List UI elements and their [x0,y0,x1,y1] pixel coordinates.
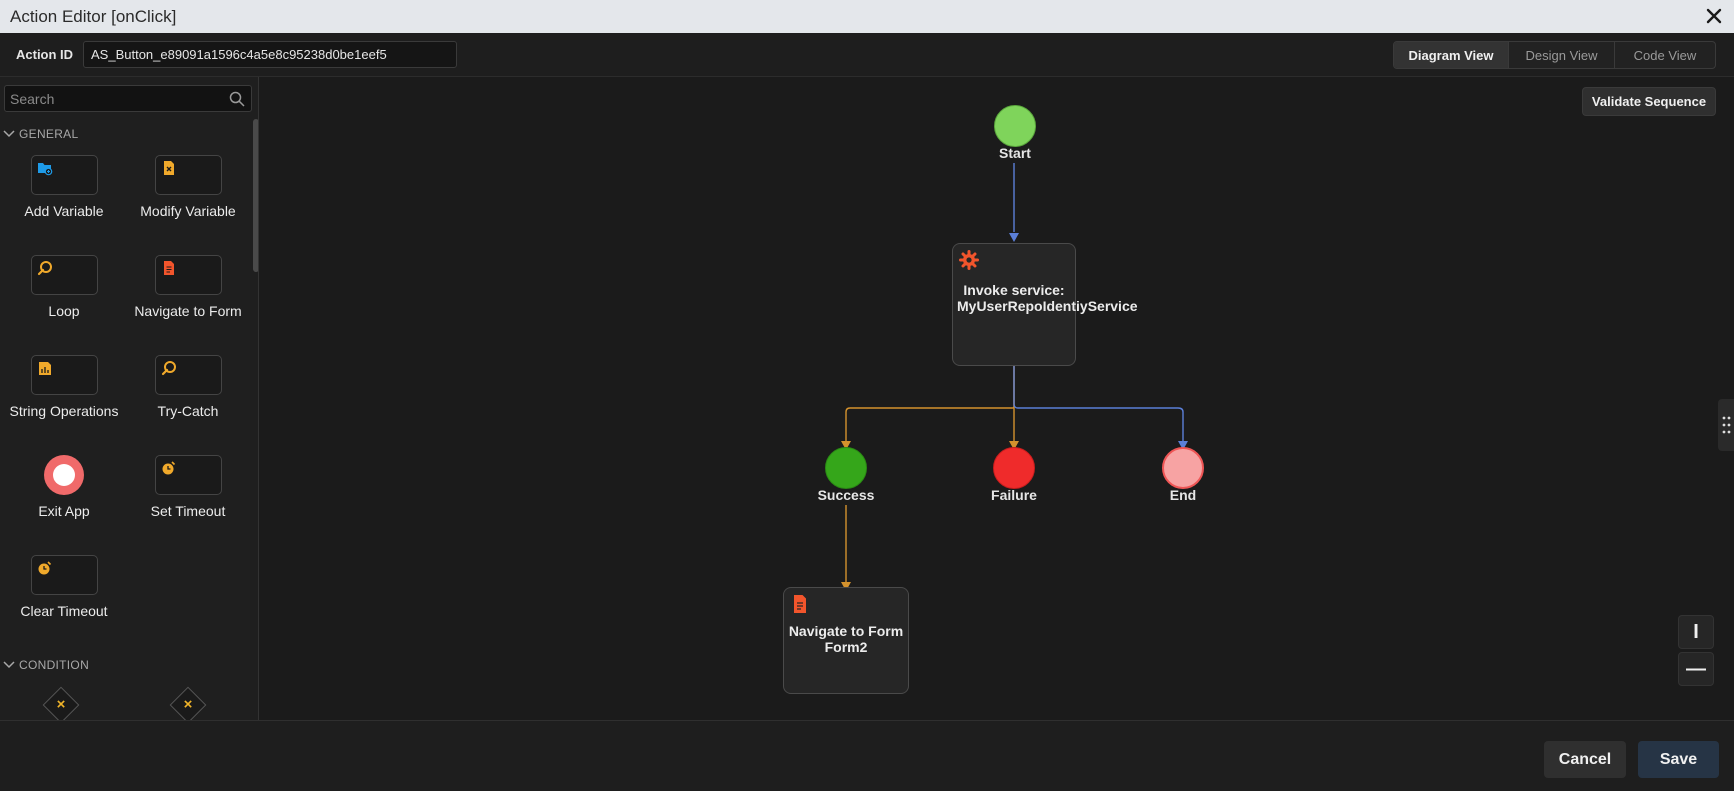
section-label: CONDITION [19,658,90,672]
save-button[interactable]: Save [1638,741,1719,778]
zoom-in-label: I [1693,620,1699,643]
timer-icon [162,461,175,475]
tool-label: Clear Timeout [20,603,108,619]
sidebar-scrollbar[interactable] [253,119,258,272]
tool-box [30,355,98,395]
gear-icon [959,250,979,270]
success-label: Success [817,487,875,503]
close-icon: × [183,696,193,713]
close-icon[interactable] [1702,4,1726,28]
failure-node[interactable] [993,447,1035,489]
navigate-to-form-label: Navigate to Form Form2 [788,623,904,655]
tool-label: Loop [48,303,80,319]
tool-modify-variable[interactable]: Modify Variable [124,155,252,219]
cancel-button[interactable]: Cancel [1544,741,1626,778]
tool-clear-timeout[interactable]: Clear Timeout [0,555,128,619]
action-id-bar: Action ID Diagram View Design View Code … [0,33,1734,77]
footer-bar: Cancel Save [0,720,1734,791]
invoke-service-node[interactable]: Invoke service: MyUserRepoIdentiyService [952,243,1138,366]
navigate-form-icon [794,595,806,613]
tool-try-catch[interactable]: Try-Catch [124,355,252,419]
title-bar: Action Editor [onClick] [0,0,1734,33]
close-icon: × [56,696,66,713]
tool-box [154,455,222,495]
start-node[interactable] [994,105,1036,147]
drag-handle-icon [1722,416,1731,434]
add-variable-icon [37,163,52,176]
tool-add-variable[interactable]: Add Variable [0,155,128,219]
zoom-in-button[interactable]: I [1678,615,1714,649]
section-general[interactable]: GENERAL [0,127,78,141]
failure-label: Failure [991,487,1037,503]
validate-sequence-button[interactable]: Validate Sequence [1582,87,1716,116]
start-label: Start [999,145,1031,161]
tool-label: String Operations [9,403,119,419]
search-box [4,85,252,112]
success-node[interactable] [825,447,867,489]
section-condition[interactable]: CONDITION [0,658,89,672]
navigate-form-icon [163,261,174,275]
tool-label: Set Timeout [150,503,226,519]
chevron-down-icon [3,661,15,669]
string-operations-icon [38,362,51,375]
connector-invoke-success [845,366,1015,441]
panel-drag-handle[interactable] [1718,399,1734,451]
chevron-down-icon [3,130,15,138]
timer-icon [38,561,51,575]
diagram-canvas[interactable]: Validate Sequence [260,77,1734,720]
tool-label: Exit App [38,503,90,519]
tool-box [30,155,98,195]
tool-label: Try-Catch [157,403,219,419]
tool-loop[interactable]: Loop [0,255,128,319]
tool-navigate-to-form[interactable]: Navigate to Form [124,255,252,319]
try-catch-icon [161,361,176,376]
tab-diagram-view[interactable]: Diagram View [1394,42,1508,68]
navigate-to-form-node[interactable]: Navigate to Form Form2 [783,587,909,694]
exit-app-icon [44,455,84,495]
tool-box [154,155,222,195]
tool-box [30,255,98,295]
modify-variable-icon [163,161,174,175]
connector-invoke-end [1013,366,1184,441]
end-label: End [1169,487,1197,503]
view-tabs: Diagram View Design View Code View [1393,41,1716,69]
tool-label: Modify Variable [140,203,236,219]
zoom-out-button[interactable]: — [1678,652,1714,686]
tool-string-operations[interactable]: String Operations [0,355,128,419]
tool-box [154,255,222,295]
end-node[interactable] [1162,447,1204,489]
loop-icon [37,261,52,276]
connectors [841,163,1188,591]
tool-box [154,355,222,395]
action-id-field[interactable] [83,41,457,68]
tool-box [30,555,98,595]
action-id-label: Action ID [16,47,74,62]
section-label: GENERAL [19,127,79,141]
search-icon[interactable] [229,91,245,107]
search-input[interactable] [5,86,225,111]
condition-tool[interactable]: × [169,686,207,720]
tab-code-view[interactable]: Code View [1614,42,1715,68]
tool-set-timeout[interactable]: Set Timeout [124,455,252,519]
tool-exit-app[interactable]: Exit App [0,455,128,519]
zoom-out-label: — [1686,657,1706,680]
tool-label: Add Variable [24,203,104,219]
window-title: Action Editor [onClick] [10,6,177,26]
tool-palette: GENERAL Add Variable Modify Variable Loo… [0,77,259,720]
invoke-service-label: Invoke service: MyUserRepoIdentiyService [957,282,1138,314]
tool-label: Navigate to Form [134,303,242,319]
tab-design-view[interactable]: Design View [1508,42,1614,68]
condition-tool[interactable]: × [42,686,80,720]
